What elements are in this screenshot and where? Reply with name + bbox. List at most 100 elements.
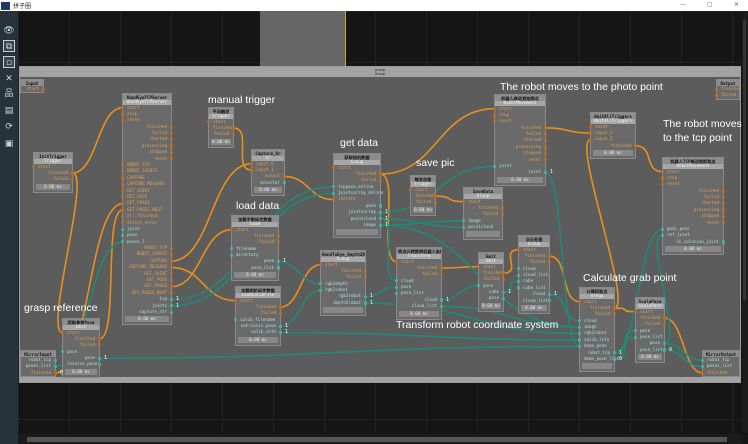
data-port-icon[interactable] bbox=[661, 234, 665, 238]
exec-port-icon[interactable] bbox=[378, 178, 382, 183]
exec-port-icon[interactable] bbox=[721, 202, 725, 206]
port-out-started[interactable]: started bbox=[495, 137, 547, 143]
port-in-pointcloud[interactable]: pointcloud bbox=[462, 224, 502, 230]
port-in-reset[interactable]: reset bbox=[589, 124, 635, 130]
port-out-finished[interactable]: finished bbox=[495, 125, 547, 131]
hierarchy-icon[interactable]: 品 bbox=[4, 89, 14, 99]
exec-port-icon[interactable] bbox=[634, 310, 638, 314]
exec-port-icon[interactable] bbox=[121, 176, 125, 180]
data-port-icon[interactable] bbox=[578, 338, 582, 342]
data-port-icon[interactable] bbox=[462, 225, 466, 229]
port-in-stop[interactable]: stop bbox=[121, 111, 171, 117]
port-in-finished[interactable]: finished bbox=[715, 86, 741, 92]
port-in-joint[interactable]: joint bbox=[493, 163, 545, 169]
port-in-start[interactable]: start bbox=[462, 199, 502, 205]
port-in-pose[interactable]: pose bbox=[61, 349, 99, 355]
data-port-icon[interactable] bbox=[61, 350, 65, 354]
port-out-stopped[interactable]: stopped bbox=[123, 149, 173, 155]
exec-port-icon[interactable] bbox=[662, 322, 666, 327]
port-in-cloud[interactable]: cloud bbox=[517, 266, 549, 272]
exec-port-icon[interactable] bbox=[278, 305, 282, 309]
data-port-icon[interactable] bbox=[230, 247, 234, 251]
data-port-icon[interactable] bbox=[662, 348, 666, 352]
port-out-finished[interactable]: finished bbox=[209, 125, 235, 131]
port-out-cloud_list[interactable]: cloud_list bbox=[519, 298, 551, 304]
exec-port-icon[interactable] bbox=[501, 271, 505, 275]
exec-port-icon[interactable] bbox=[319, 263, 323, 267]
data-port-icon[interactable] bbox=[121, 227, 125, 231]
port-in-reset[interactable]: reset bbox=[661, 181, 723, 187]
minimize-button[interactable]: — bbox=[680, 1, 686, 8]
port-in-input_0[interactable]: input_0 bbox=[250, 161, 284, 167]
port-in-reset[interactable]: reset bbox=[493, 118, 545, 124]
port-out-GET_POSES_NEXT[interactable]: GET_POSES_NEXT bbox=[123, 290, 173, 296]
port-out-failed[interactable]: failed bbox=[663, 194, 725, 200]
exec-port-icon[interactable] bbox=[433, 200, 437, 205]
port-out-failed[interactable]: failed bbox=[123, 130, 173, 136]
port-out-finished[interactable]: finished bbox=[580, 305, 616, 311]
port-out-started[interactable]: started bbox=[123, 136, 173, 142]
port-in-calib_info[interactable]: calib_info bbox=[578, 337, 614, 343]
port-in-input_1[interactable]: input_1 bbox=[589, 130, 635, 136]
exec-port-icon[interactable] bbox=[32, 165, 36, 169]
exec-port-icon[interactable] bbox=[493, 107, 497, 111]
exec-port-icon[interactable] bbox=[121, 214, 125, 218]
data-port-icon[interactable] bbox=[661, 227, 665, 231]
port-out-GET_POSE[interactable]: GET_POSE bbox=[123, 277, 173, 283]
exec-port-icon[interactable] bbox=[276, 234, 280, 238]
node-transform[interactable]: 将点云转换到机器人坐标系Transformstartfinishedfailed… bbox=[395, 247, 449, 320]
data-port-icon[interactable] bbox=[169, 304, 173, 308]
port-out-failed[interactable]: failed bbox=[636, 321, 666, 327]
exec-port-icon[interactable] bbox=[721, 189, 725, 193]
exec-port-icon[interactable] bbox=[547, 260, 551, 265]
port-in-poses_l[interactable]: poses_l bbox=[121, 239, 171, 245]
port-in-cloud_list[interactable]: cloud_list bbox=[517, 272, 549, 278]
data-port-icon[interactable] bbox=[97, 356, 101, 360]
port-out-GET_POSES[interactable]: GET_POSES bbox=[123, 283, 173, 289]
data-port-icon[interactable] bbox=[97, 363, 101, 367]
port-out-started[interactable]: started bbox=[663, 200, 725, 206]
exec-port-icon[interactable] bbox=[276, 240, 280, 245]
port-in-ref_joint[interactable]: ref_joint bbox=[661, 232, 723, 238]
data-port-icon[interactable] bbox=[517, 273, 521, 277]
port-in-failed[interactable]: failed bbox=[715, 92, 739, 98]
data-port-icon[interactable] bbox=[578, 344, 582, 349]
port-out-stopped[interactable]: stopped bbox=[495, 150, 547, 156]
port-out-processing[interactable]: processing bbox=[123, 143, 173, 149]
port-in-stop[interactable]: stop bbox=[661, 175, 723, 181]
data-port-icon[interactable] bbox=[578, 319, 582, 323]
horizontal-scroll-thumb[interactable] bbox=[27, 437, 727, 442]
exec-port-icon[interactable] bbox=[493, 119, 497, 124]
data-port-icon[interactable] bbox=[395, 279, 399, 283]
refresh-icon[interactable]: ⟳ bbox=[5, 122, 13, 132]
port-out-finished[interactable]: finished bbox=[411, 193, 437, 199]
port-out-finished[interactable]: finished bbox=[464, 205, 504, 211]
port-out-start[interactable]: start bbox=[21, 86, 45, 92]
data-port-icon[interactable] bbox=[395, 292, 399, 296]
port-in-detect_error[interactable]: detect_error bbox=[121, 220, 171, 226]
exec-port-icon[interactable] bbox=[363, 269, 367, 273]
node-header[interactable]: MirrorOutput bbox=[703, 351, 739, 357]
data-port-icon[interactable] bbox=[662, 342, 666, 346]
data-port-icon[interactable] bbox=[363, 295, 367, 299]
port-in-joint[interactable]: joint bbox=[121, 226, 171, 232]
port-out-finished[interactable]: finished bbox=[479, 270, 505, 276]
port-in-start[interactable]: start bbox=[61, 330, 99, 336]
